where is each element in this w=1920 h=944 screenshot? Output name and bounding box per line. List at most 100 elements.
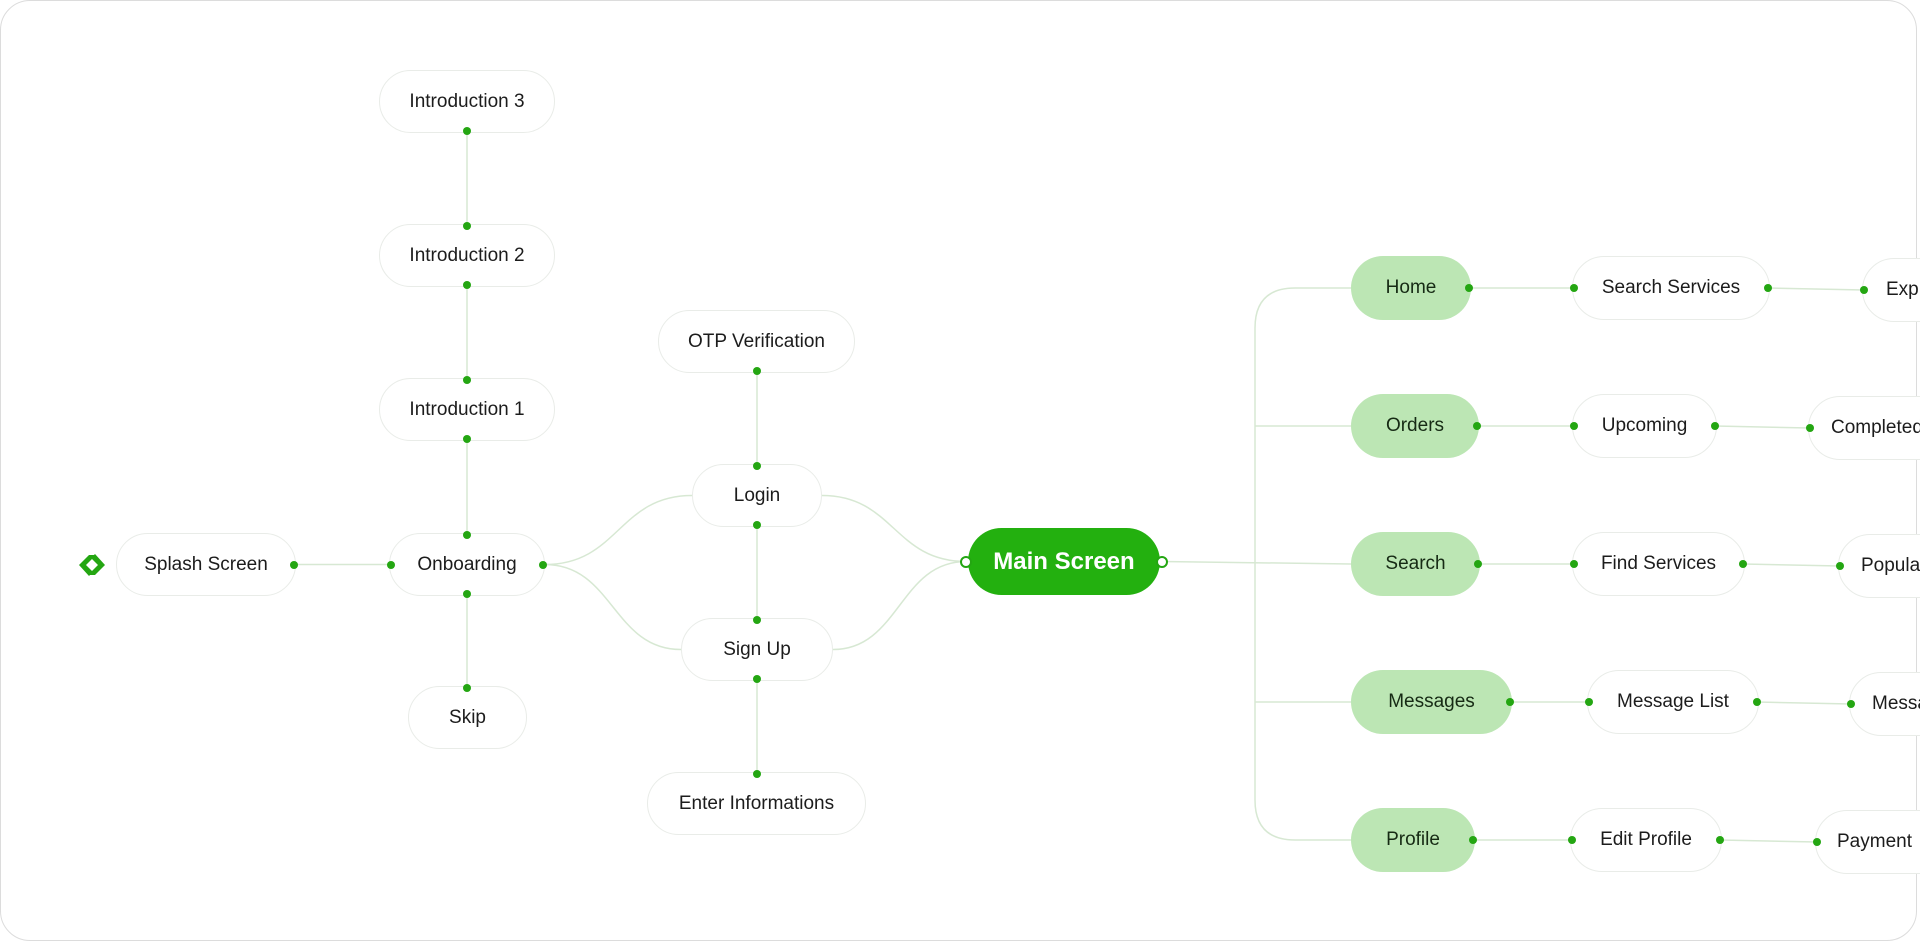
connector-dot bbox=[1465, 284, 1473, 292]
connector-main-to-tabs-center bbox=[1161, 560, 1352, 565]
connector-dot bbox=[1711, 422, 1719, 430]
connector-dot bbox=[1847, 700, 1855, 708]
node-introduction-1[interactable]: Introduction 1 bbox=[379, 378, 555, 441]
connector-dot bbox=[1585, 698, 1593, 706]
node-enter-informations[interactable]: Enter Informations bbox=[647, 772, 866, 835]
connector-search_services-to-explore bbox=[1767, 287, 1865, 291]
connector-onboarding-to-login bbox=[544, 494, 693, 566]
connector-dot bbox=[1739, 560, 1747, 568]
connector-dot bbox=[753, 521, 761, 529]
connector-dot bbox=[1806, 424, 1814, 432]
connector-dot bbox=[387, 560, 395, 569]
node-label: Orders bbox=[1385, 415, 1445, 436]
node-label: Sign Up bbox=[723, 638, 791, 660]
node-home[interactable]: Home bbox=[1351, 256, 1471, 320]
brand-logo-icon bbox=[79, 554, 105, 576]
connector-dot bbox=[753, 462, 761, 470]
main-output-port bbox=[1156, 555, 1168, 568]
node-completed[interactable]: Completed bbox=[1808, 396, 1920, 460]
connector-dot bbox=[753, 616, 761, 624]
node-introduction-2[interactable]: Introduction 2 bbox=[379, 224, 555, 287]
connector-edit_profile-to-payment bbox=[1719, 839, 1818, 843]
node-main-screen[interactable]: Main Screen bbox=[968, 528, 1160, 595]
node-label: Popular bbox=[1861, 555, 1920, 576]
node-label: Payment bbox=[1837, 831, 1912, 852]
connector-main-to-tabs-spine bbox=[1254, 287, 1351, 841]
connector-dot bbox=[463, 222, 471, 230]
node-label: Message List bbox=[1617, 691, 1729, 712]
connector-signup-to-main bbox=[832, 560, 967, 651]
node-payment[interactable]: Payment bbox=[1815, 810, 1920, 874]
connector-onboarding-to-signup bbox=[544, 563, 682, 651]
node-label: Skip bbox=[449, 706, 486, 728]
node-label: Home bbox=[1385, 277, 1437, 298]
connector-dot bbox=[1469, 836, 1477, 844]
node-label: Search Services bbox=[1601, 277, 1741, 298]
node-label: Upcoming bbox=[1601, 415, 1688, 436]
connector-dot bbox=[1764, 284, 1772, 292]
node-otp-verification[interactable]: OTP Verification bbox=[658, 310, 855, 373]
node-label: Introduction 3 bbox=[409, 90, 525, 112]
main-input-port bbox=[960, 555, 972, 568]
connector-dot bbox=[1570, 560, 1578, 568]
node-orders[interactable]: Orders bbox=[1351, 394, 1479, 458]
node-explore[interactable]: Explore bbox=[1862, 258, 1920, 322]
node-sign-up[interactable]: Sign Up bbox=[681, 618, 833, 681]
connector-dot bbox=[463, 531, 471, 539]
connector-dot bbox=[753, 675, 761, 683]
node-popular[interactable]: Popular bbox=[1838, 534, 1920, 598]
node-profile[interactable]: Profile bbox=[1351, 808, 1475, 872]
connector-dot bbox=[753, 367, 761, 375]
node-label: Search bbox=[1385, 553, 1446, 574]
node-label: Onboarding bbox=[417, 553, 517, 575]
node-search-services[interactable]: Search Services bbox=[1572, 256, 1770, 320]
connector-dot bbox=[1568, 836, 1576, 844]
connector-dot bbox=[1473, 422, 1481, 430]
node-edit-profile[interactable]: Edit Profile bbox=[1570, 808, 1722, 872]
node-label: Login bbox=[733, 484, 781, 506]
connector-dot bbox=[463, 376, 471, 384]
node-label: Splash Screen bbox=[144, 553, 268, 575]
node-label: Explore bbox=[1886, 279, 1920, 300]
node-skip[interactable]: Skip bbox=[408, 686, 527, 749]
connector-dot bbox=[1813, 838, 1821, 846]
node-login[interactable]: Login bbox=[692, 464, 822, 527]
connector-dot bbox=[463, 684, 471, 692]
connector-dot bbox=[1836, 562, 1844, 570]
node-find-services[interactable]: Find Services bbox=[1572, 532, 1745, 596]
connector-dot bbox=[290, 560, 298, 569]
connector-dot bbox=[1860, 286, 1868, 294]
connector-dot bbox=[753, 770, 761, 778]
node-label: Messages bbox=[1388, 691, 1475, 712]
connector-dot bbox=[463, 590, 471, 598]
connector-dot bbox=[1506, 698, 1514, 706]
node-messages[interactable]: Messages bbox=[1351, 670, 1512, 734]
node-label: OTP Verification bbox=[688, 330, 825, 352]
connector-dot bbox=[1474, 560, 1482, 568]
connector-dot bbox=[1716, 836, 1724, 844]
node-onboarding[interactable]: Onboarding bbox=[389, 533, 545, 596]
node-message-list[interactable]: Message List bbox=[1587, 670, 1759, 734]
connector-dot bbox=[463, 281, 471, 289]
connector-dot bbox=[1570, 284, 1578, 292]
connector-dot bbox=[463, 127, 471, 135]
node-label: Profile bbox=[1386, 829, 1440, 850]
node-message-detail[interactable]: Message bbox=[1849, 672, 1920, 736]
connector-login-to-main bbox=[821, 494, 967, 563]
node-label: Find Services bbox=[1600, 553, 1717, 574]
node-label: Introduction 1 bbox=[409, 398, 525, 420]
node-label: Edit Profile bbox=[1600, 829, 1692, 850]
node-search[interactable]: Search bbox=[1351, 532, 1480, 596]
node-upcoming[interactable]: Upcoming bbox=[1572, 394, 1717, 458]
connector-dot bbox=[463, 435, 471, 443]
node-introduction-3[interactable]: Introduction 3 bbox=[379, 70, 555, 133]
connector-find_services-to-popular bbox=[1742, 563, 1841, 567]
node-label: Completed bbox=[1831, 417, 1920, 438]
connector-message_list-to-message_detail bbox=[1756, 701, 1852, 705]
node-splash-screen[interactable]: Splash Screen bbox=[116, 533, 296, 596]
node-label: Message bbox=[1872, 693, 1920, 714]
connector-dot bbox=[1570, 422, 1578, 430]
connector-upcoming-to-completed bbox=[1714, 425, 1811, 429]
